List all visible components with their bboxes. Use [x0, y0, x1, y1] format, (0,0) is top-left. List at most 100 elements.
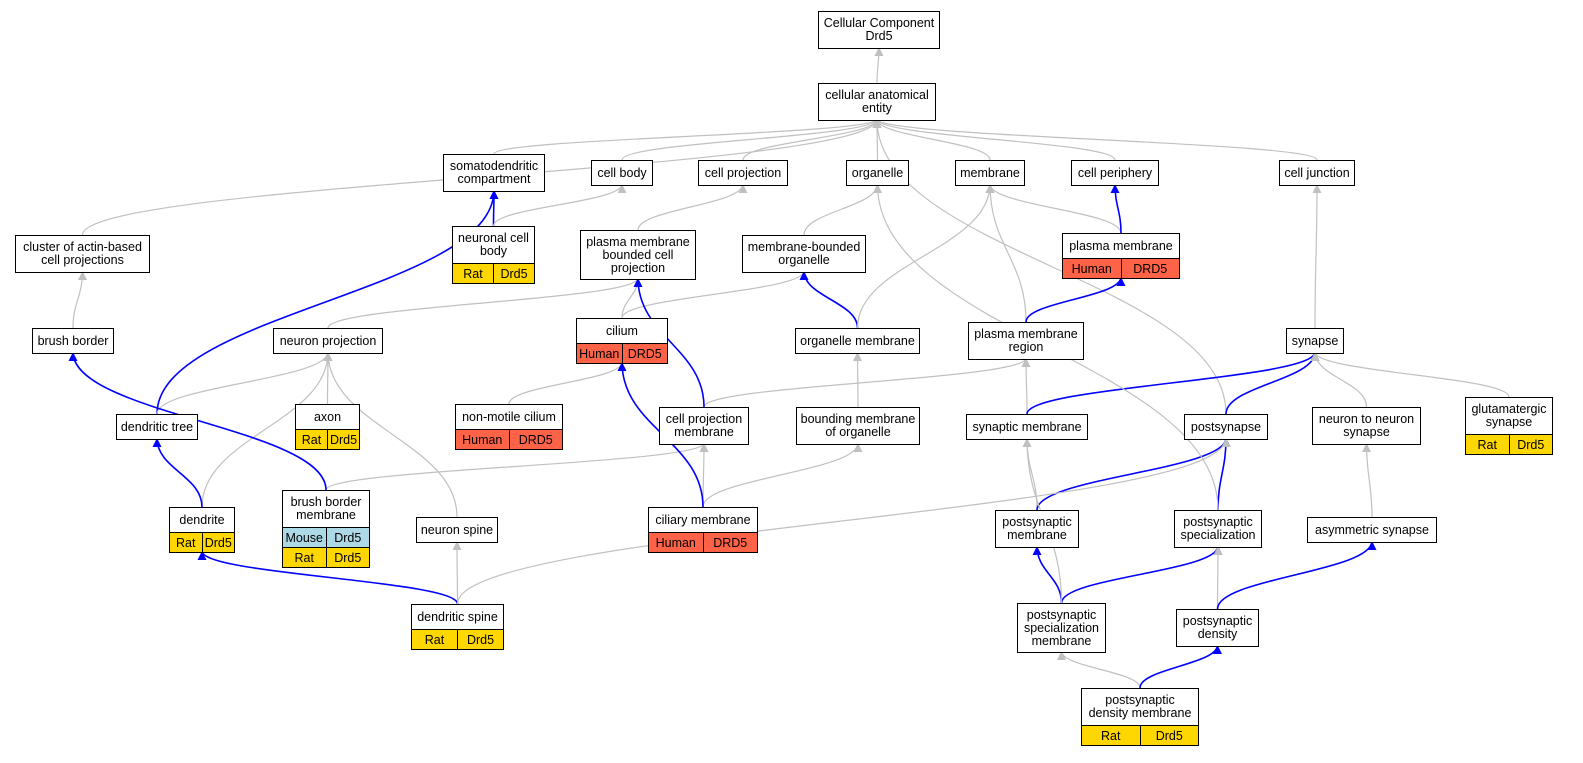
node-label: somatodendritic compartment: [449, 159, 539, 186]
node-psmem[interactable]: postsynaptic membrane: [995, 510, 1079, 548]
node-synmem[interactable]: synaptic membrane: [966, 414, 1088, 440]
node-label: cell junction: [1284, 165, 1350, 180]
node-psspec[interactable]: postsynaptic specialization: [1174, 510, 1262, 548]
node-cpmem[interactable]: cell projection membrane: [659, 407, 749, 445]
node-label: postsynaptic density membrane: [1088, 693, 1192, 720]
node-label: plasma membrane: [1069, 238, 1173, 253]
node-pmr[interactable]: plasma membrane region: [968, 322, 1084, 360]
node-dtree[interactable]: dendritic tree: [116, 414, 198, 440]
node-celljunc[interactable]: cell junction: [1279, 160, 1355, 186]
node-label: cell body: [597, 165, 647, 180]
edge-pmbcp-to-cellproj: [637, 183, 748, 231]
node-orgmem[interactable]: organelle membrane: [795, 328, 920, 354]
node-label: glutamatergic synapse: [1471, 402, 1547, 429]
edge-neuronproj-to-pmbcp: [327, 277, 643, 329]
node-organelle[interactable]: organelle: [846, 160, 909, 186]
edge-psmem-to-postsyn: [1036, 437, 1231, 511]
edge-dspine-to-postsyn: [456, 437, 1231, 605]
node-pmbcp[interactable]: plasma membrane bounded cell projection: [580, 230, 696, 280]
edge-bbm-to-brushborder: [68, 351, 327, 491]
node-pssm[interactable]: postsynaptic specialization membrane: [1017, 603, 1106, 653]
node-label: membrane: [960, 165, 1020, 180]
node-label: synapse: [1291, 333, 1339, 348]
species-label: Mouse: [283, 528, 326, 547]
edge-synmem-to-synapse: [1026, 351, 1320, 415]
node-nspine[interactable]: neuron spine: [416, 517, 498, 543]
node-membrane[interactable]: membrane: [955, 160, 1025, 186]
edge-dtree-to-neuronproj: [156, 351, 333, 415]
species-label: Rat: [170, 533, 202, 552]
species-label: Rat: [296, 430, 327, 449]
gene-label: Drd5: [325, 528, 369, 547]
edge-cellperiph-to-cae: [872, 118, 1116, 161]
edge-dendrite-to-dtree: [152, 437, 203, 508]
node-label: brush border: [37, 333, 109, 348]
node-label: neuron spine: [420, 522, 494, 537]
species-label: Rat: [453, 264, 493, 283]
node-brushborder[interactable]: brush border: [32, 328, 114, 354]
node-mbo[interactable]: membrane-bounded organelle: [742, 235, 866, 273]
node-psd[interactable]: postsynaptic density: [1176, 609, 1259, 647]
node-bmo[interactable]: bounding membrane of organelle: [796, 407, 920, 445]
node-label: neuron to neuron synapse: [1318, 412, 1415, 439]
node-label: cluster of actin-based cell projections: [23, 240, 142, 267]
edge-orgmem-to-membrane: [856, 183, 995, 329]
edge-glut-to-synapse: [1310, 351, 1510, 398]
node-cellperiph[interactable]: cell periphery: [1071, 160, 1159, 186]
node-label: postsynaptic density: [1182, 614, 1253, 641]
edge-dendrite-to-neuronproj: [201, 351, 333, 508]
edge-ciliarymem-to-bmo: [702, 442, 863, 508]
node-n2n[interactable]: neuron to neuron synapse: [1312, 407, 1421, 445]
edge-n2n-to-synapse: [1310, 351, 1368, 408]
node-label: postsynaptic specialization: [1180, 515, 1256, 542]
edge-somato-to-cae: [493, 118, 882, 155]
edge-synapse-to-celljunc: [1312, 183, 1322, 329]
node-label: dendritic tree: [120, 419, 194, 434]
species-label: Rat: [283, 548, 326, 567]
node-asym[interactable]: asymmetric synapse: [1307, 517, 1437, 543]
gene-label: Drd5: [1139, 726, 1198, 745]
node-cluster[interactable]: cluster of actin-based cell projections: [15, 235, 150, 273]
edge-pmr-to-pm: [1025, 276, 1126, 323]
node-label: plasma membrane bounded cell projection: [586, 234, 690, 275]
edge-dspine-to-dendrite: [197, 550, 459, 605]
node-root[interactable]: Cellular Component Drd5: [818, 11, 940, 49]
node-neuronproj[interactable]: neuron projection: [273, 328, 383, 354]
node-label: cell periphery: [1077, 165, 1153, 180]
edge-psmem-to-synmem: [1022, 437, 1038, 511]
gene-label: DRD5: [508, 430, 562, 449]
gene-label: Drd5: [325, 548, 369, 567]
node-somato[interactable]: somatodendritic compartment: [443, 154, 545, 192]
node-cellbody[interactable]: cell body: [591, 160, 653, 186]
node-synapse[interactable]: synapse: [1286, 328, 1344, 354]
edge-pssm-to-psspec: [1060, 545, 1223, 604]
node-label: synaptic membrane: [972, 419, 1082, 434]
gene-label: Drd5: [327, 430, 359, 449]
node-label: postsynapse: [1190, 419, 1262, 434]
node-label: cilium: [606, 323, 638, 338]
node-cellproj[interactable]: cell projection: [698, 160, 788, 186]
node-cae[interactable]: cellular anatomical entity: [818, 83, 936, 121]
node-label: membrane-bounded organelle: [747, 240, 861, 267]
node-label: postsynaptic membrane: [1002, 515, 1072, 542]
node-postsyn[interactable]: postsynapse: [1184, 414, 1268, 440]
